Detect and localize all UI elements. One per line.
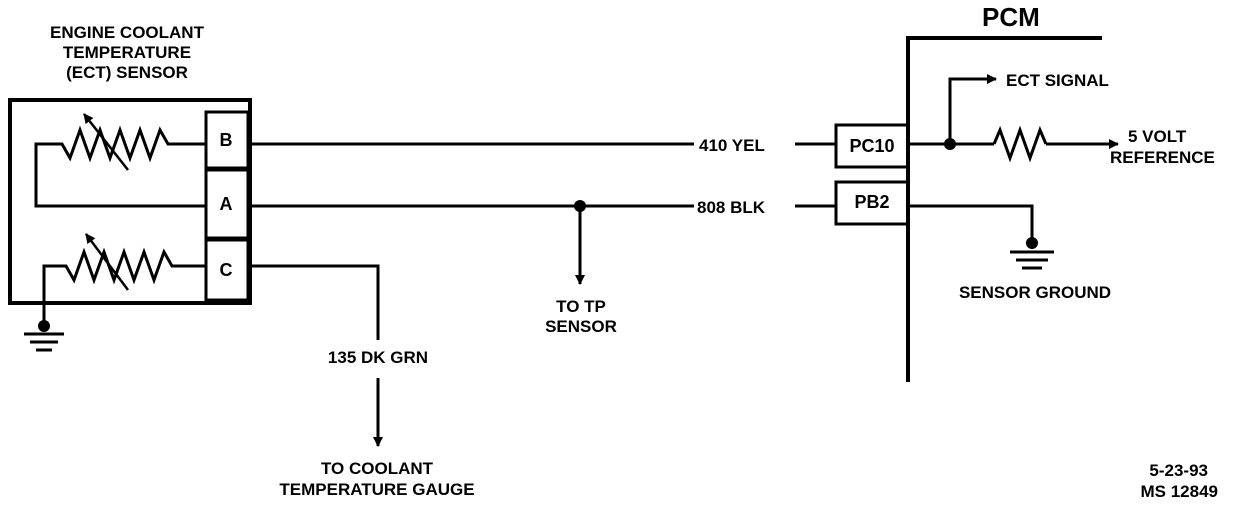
pcm-ground-wire [908,204,1034,242]
tp-sensor-label-2: SENSOR [545,317,617,336]
sensor-pin-c-box [204,238,250,302]
wire-135-dk-grn-label: 135 DK GRN [328,348,428,367]
pcm-pin-pc10-box [834,123,910,169]
wire-410-yel-label: 410 YEL [699,136,765,155]
sensor-pin-b-box [204,110,250,170]
wire-135-dk-grn-upper [248,264,380,340]
sensor-pin-b-label: B [220,130,233,150]
pull-up-resistor [992,125,1048,163]
five-volt-label-1: 5 VOLT [1128,127,1187,146]
sensor-title-line-1: ENGINE COOLANT [50,23,205,42]
sensor-pin-c-label: C [220,260,233,280]
pcm-pin-pb2-label: PB2 [854,192,889,212]
wire-808-blk-label: 808 BLK [697,198,766,217]
pcm-ground-icon [1010,237,1054,270]
thermistor-lower-arrow [85,233,129,291]
sensor-pin-a-label: A [220,194,233,214]
coolant-gauge-label-1: TO COOLANT [321,459,434,478]
diagram-ref: MS 12849 [1141,482,1219,501]
thermistor-lower [42,247,206,326]
five-volt-label-2: REFERENCE [1110,148,1215,167]
thermistor-upper [34,125,206,208]
coolant-gauge-label-2: TEMPERATURE GAUGE [279,480,474,499]
ect-sensor-body [8,98,252,305]
tp-sensor-label-1: TO TP [556,297,606,316]
ect-signal-label: ECT SIGNAL [1006,71,1109,90]
pcm-title: PCM [982,2,1040,32]
ect-signal-arrow [948,74,997,144]
pcm-pin-pc10-label: PC10 [849,136,894,156]
diagram-date: 5-23-93 [1149,461,1208,480]
sensor-title-line-2: TEMPERATURE [63,43,191,62]
sensor-ground-icon [24,320,64,352]
pcm-pin-pb2-box [834,180,910,226]
pcm-boundary [906,36,1102,382]
sensor-pin-a-box [204,168,250,240]
thermistor-upper-arrow [83,113,129,171]
sensor-title-line-3: (ECT) SENSOR [66,63,188,82]
sensor-ground-label: SENSOR GROUND [959,283,1111,302]
